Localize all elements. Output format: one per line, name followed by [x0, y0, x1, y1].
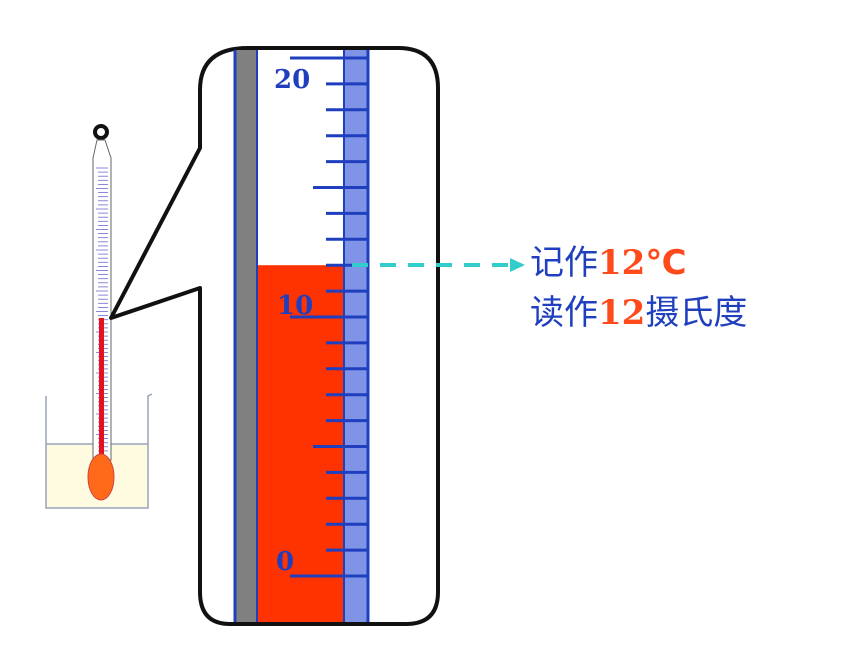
scale-ticks [290, 56, 368, 578]
beaker [45, 393, 153, 509]
tube-gray-wall [235, 50, 257, 622]
read-as-value: 12 [598, 293, 646, 333]
scale-label-0: 0 [276, 547, 294, 577]
recorded-as-prefix: 记作 [530, 243, 598, 283]
magnified-tube: 20 10 0 [233, 50, 370, 622]
magnified-liquid-column [258, 265, 344, 622]
recorded-as-value: 12 [598, 243, 646, 283]
thermometer-ring [93, 124, 109, 140]
read-as-prefix: 读作 [530, 293, 598, 333]
reading-arrow [352, 258, 525, 272]
small-thermometer-tube [92, 139, 112, 461]
scale-label-20: 20 [274, 65, 310, 95]
reading-arrow-head [510, 258, 525, 272]
small-thermometer-group [45, 124, 153, 509]
scale-label-10: 10 [277, 291, 313, 321]
read-as-line: 读作12摄氏度 [530, 293, 747, 333]
recorded-as-line: 记作12℃ [530, 243, 687, 283]
read-as-unit: 摄氏度 [645, 293, 748, 333]
scale-strip [344, 50, 368, 622]
small-liquid-column [99, 318, 104, 464]
recorded-as-unit: ℃ [645, 243, 687, 283]
small-thermometer-bulb [87, 453, 115, 501]
